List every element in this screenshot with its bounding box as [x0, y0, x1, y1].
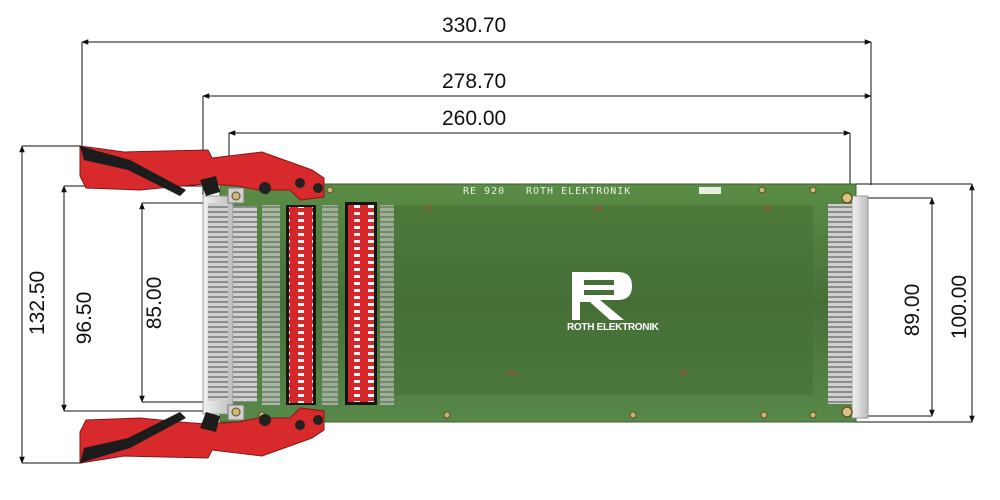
connector-left-label: 85.00	[143, 276, 166, 330]
ejector-span-label: 278.70	[442, 70, 507, 93]
top-ejector	[79, 145, 325, 201]
logo-wordmark: ROTH ELEKTRONIK	[567, 322, 659, 333]
board-height-label: 100.00	[948, 274, 971, 340]
jumper-block-2	[345, 202, 394, 405]
right-connector	[828, 192, 869, 419]
overall-width-label: 330.70	[442, 14, 507, 37]
board-maker-label: ROTH ELEKTRONIK	[526, 186, 632, 197]
board-model-label: RE 920	[463, 186, 506, 197]
roth-logo-icon	[572, 272, 632, 320]
jumper-block-1	[262, 205, 338, 405]
bottom-ejector	[79, 407, 325, 464]
left-connector	[202, 187, 257, 421]
ejector-height-label: 132.50	[26, 270, 49, 335]
front-height-label: 96.50	[73, 291, 96, 345]
board-length-label: 260.00	[442, 107, 507, 130]
connector-right-label: 89.00	[901, 283, 924, 337]
